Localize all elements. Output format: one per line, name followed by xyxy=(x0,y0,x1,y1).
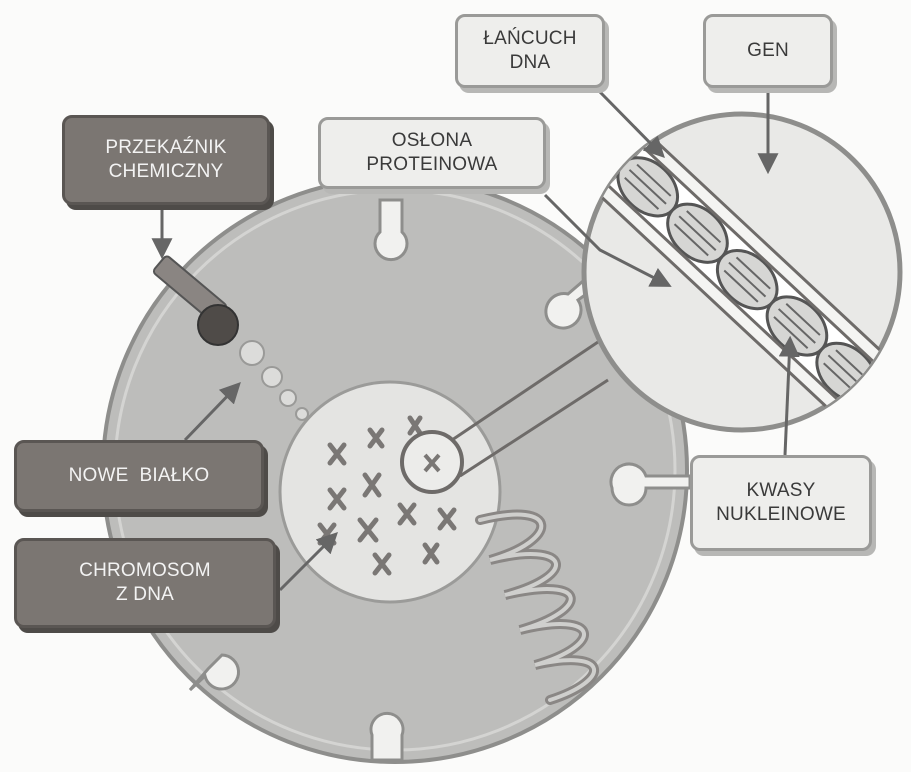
label-przekaznik-line1: PRZEKAŹNIK xyxy=(105,136,226,160)
label-gen-line1: GEN xyxy=(747,39,789,63)
label-oslona-line1: OSŁONA xyxy=(392,129,472,153)
label-oslona-line2: PROTEINOWA xyxy=(366,153,497,177)
label-lancuch-dna: ŁAŃCUCH DNA xyxy=(455,14,605,88)
label-oslona-proteinowa: OSŁONA PROTEINOWA xyxy=(318,117,546,189)
label-lancuch-line1: ŁAŃCUCH xyxy=(483,27,576,51)
label-kwasy-nukleinowe: KWASY NUKLEINOWE xyxy=(690,455,872,551)
label-chromosom-line1: CHROMOSOM xyxy=(79,559,211,583)
nucleus xyxy=(280,382,500,602)
label-gen: GEN xyxy=(703,14,833,88)
label-nowe-bialko: NOWE BIAŁKO xyxy=(14,440,264,512)
label-przekaznik-chemiczny: PRZEKAŹNIK CHEMICZNY xyxy=(62,115,270,205)
label-chromosom-line2: Z DNA xyxy=(116,583,174,607)
pointer-lancuch xyxy=(600,92,662,155)
label-nowe-bialko-line1: NOWE BIAŁKO xyxy=(69,464,210,488)
label-chromosom-z-dna: CHROMOSOM Z DNA xyxy=(14,538,276,628)
label-przekaznik-line2: CHEMICZNY xyxy=(109,160,224,184)
label-kwasy-line1: KWASY xyxy=(747,479,816,503)
label-kwasy-line2: NUKLEINOWE xyxy=(716,503,846,527)
label-lancuch-line2: DNA xyxy=(510,51,551,75)
